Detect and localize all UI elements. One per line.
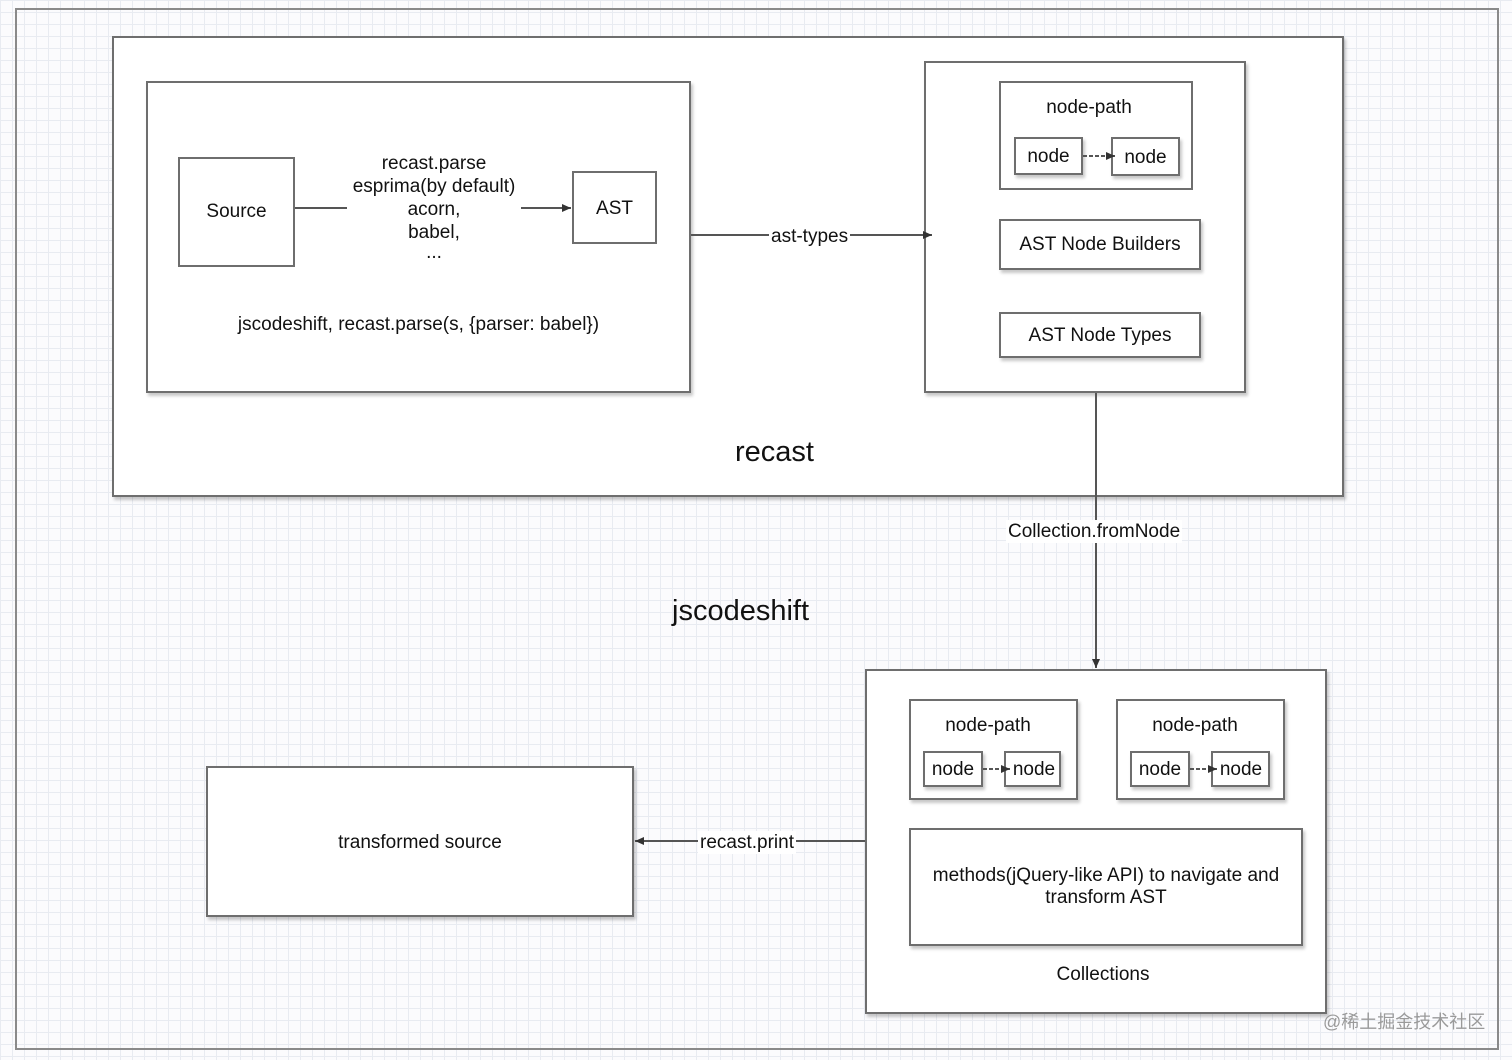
node-label: node <box>931 759 975 780</box>
ast-node-builders-label: AST Node Builders <box>1019 234 1181 255</box>
node-label: node <box>1219 759 1263 780</box>
ast-node-builders-box <box>999 219 1201 270</box>
parser-line: ... <box>426 242 442 263</box>
node-label: node <box>1012 759 1056 780</box>
node-box <box>923 751 983 787</box>
node-box <box>1130 751 1190 787</box>
methods-text: methods(jQuery-like API) to navigate and… <box>909 865 1303 909</box>
node-label: node <box>1027 146 1070 167</box>
methods-line: methods(jQuery-like API) to navigate and <box>932 865 1280 886</box>
parse-box-caption: jscodeshift, recast.parse(s, {parser: ba… <box>237 314 600 335</box>
parser-line: recast.parse <box>381 153 487 174</box>
parser-line: acorn, <box>407 199 461 220</box>
source-node <box>178 157 295 267</box>
recast-title: recast <box>735 436 814 468</box>
transformed-source-box <box>206 766 634 917</box>
edge-label-recast-print: recast.print <box>698 831 796 854</box>
methods-box <box>909 828 1303 946</box>
node-box <box>1014 137 1083 175</box>
ast-node-types-label: AST Node Types <box>1028 325 1172 346</box>
ast-node <box>572 171 657 244</box>
node-path-label: node-path <box>1046 97 1132 118</box>
node-label: node <box>1124 147 1167 168</box>
node-box <box>1004 751 1061 787</box>
methods-line: transform AST <box>1045 887 1167 908</box>
edge-label-ast-types: ast-types <box>769 225 851 248</box>
ast-node-types-box <box>999 312 1201 358</box>
outer-frame <box>15 8 1499 1050</box>
node-box <box>1111 137 1180 176</box>
edge-label-collection-from-node: Collection.fromNode <box>1006 520 1183 543</box>
source-label: Source <box>206 201 267 222</box>
node-path-label: node-path <box>1152 715 1238 736</box>
watermark: @稀土掘金技术社区 <box>1323 1012 1486 1032</box>
parser-options-text: recast.parse esprima(by default) acorn, … <box>334 152 534 263</box>
parser-line: babel, <box>408 222 460 243</box>
parser-line: esprima(by default) <box>352 176 516 197</box>
ast-label: AST <box>596 198 633 219</box>
transformed-source-label: transformed source <box>338 832 502 853</box>
collections-caption: Collections <box>1056 964 1150 985</box>
node-label: node <box>1138 759 1182 780</box>
jscodeshift-title: jscodeshift <box>672 595 810 627</box>
node-path-label: node-path <box>945 715 1031 736</box>
